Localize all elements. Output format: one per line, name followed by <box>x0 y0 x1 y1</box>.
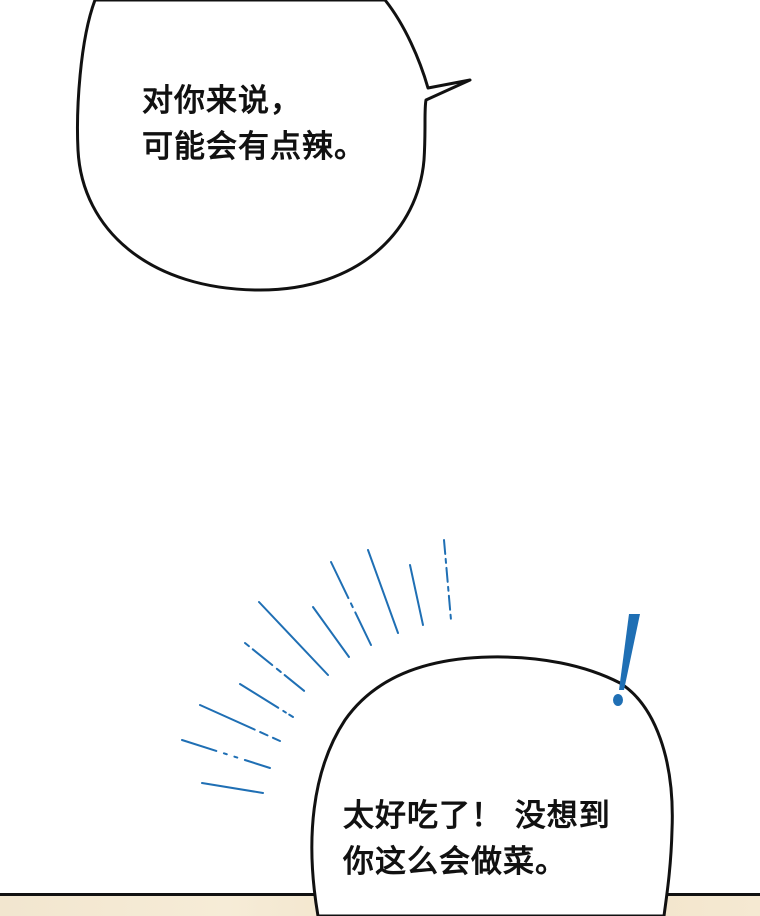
exclamation-icon <box>603 614 640 706</box>
speech-bubble-bottom-text: 太好吃了！ 没想到你这么会做菜。 <box>343 793 611 885</box>
speech-bubble-bottom <box>310 655 674 916</box>
emphasis-lines-icon <box>181 539 452 794</box>
dialogue-line: 对你来说， <box>142 83 302 119</box>
dialogue-line: 太好吃了！ 没想到 <box>343 798 611 834</box>
dialogue-line: 你这么会做菜。 <box>343 844 567 880</box>
dialogue-line: 可能会有点辣。 <box>142 129 366 165</box>
speech-bubble-top <box>76 0 472 292</box>
speech-bubble-top-text: 对你来说， 可能会有点辣。 <box>142 78 366 170</box>
